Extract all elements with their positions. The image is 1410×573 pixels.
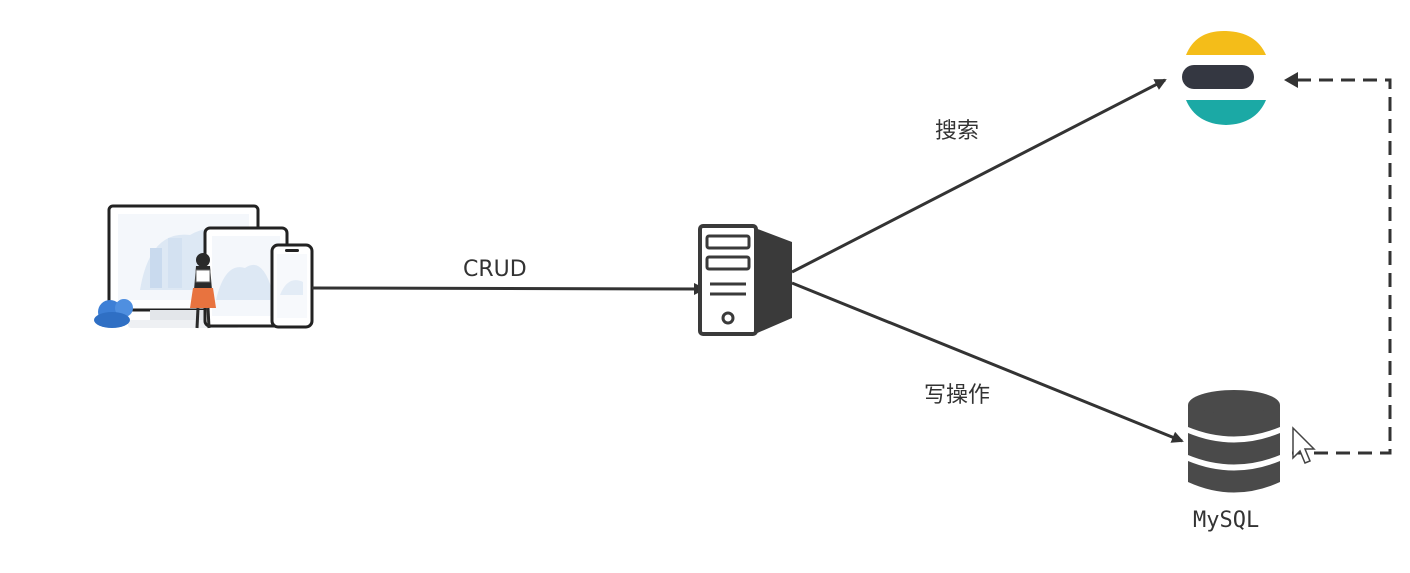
write-edge bbox=[791, 281, 1184, 443]
elasticsearch-icon bbox=[1182, 30, 1266, 125]
write-label: 写操作 bbox=[924, 383, 990, 408]
database-label: MySQL bbox=[1193, 508, 1259, 533]
devices-icon bbox=[94, 204, 314, 329]
crud-label: CRUD bbox=[463, 257, 527, 282]
server-icon bbox=[698, 224, 792, 336]
mouse-cursor-icon bbox=[1292, 426, 1316, 464]
search-label: 搜索 bbox=[935, 119, 979, 144]
search-edge bbox=[791, 78, 1167, 274]
database-icon bbox=[1188, 390, 1280, 493]
sync-edge bbox=[1284, 72, 1392, 455]
crud-edge bbox=[311, 282, 706, 295]
